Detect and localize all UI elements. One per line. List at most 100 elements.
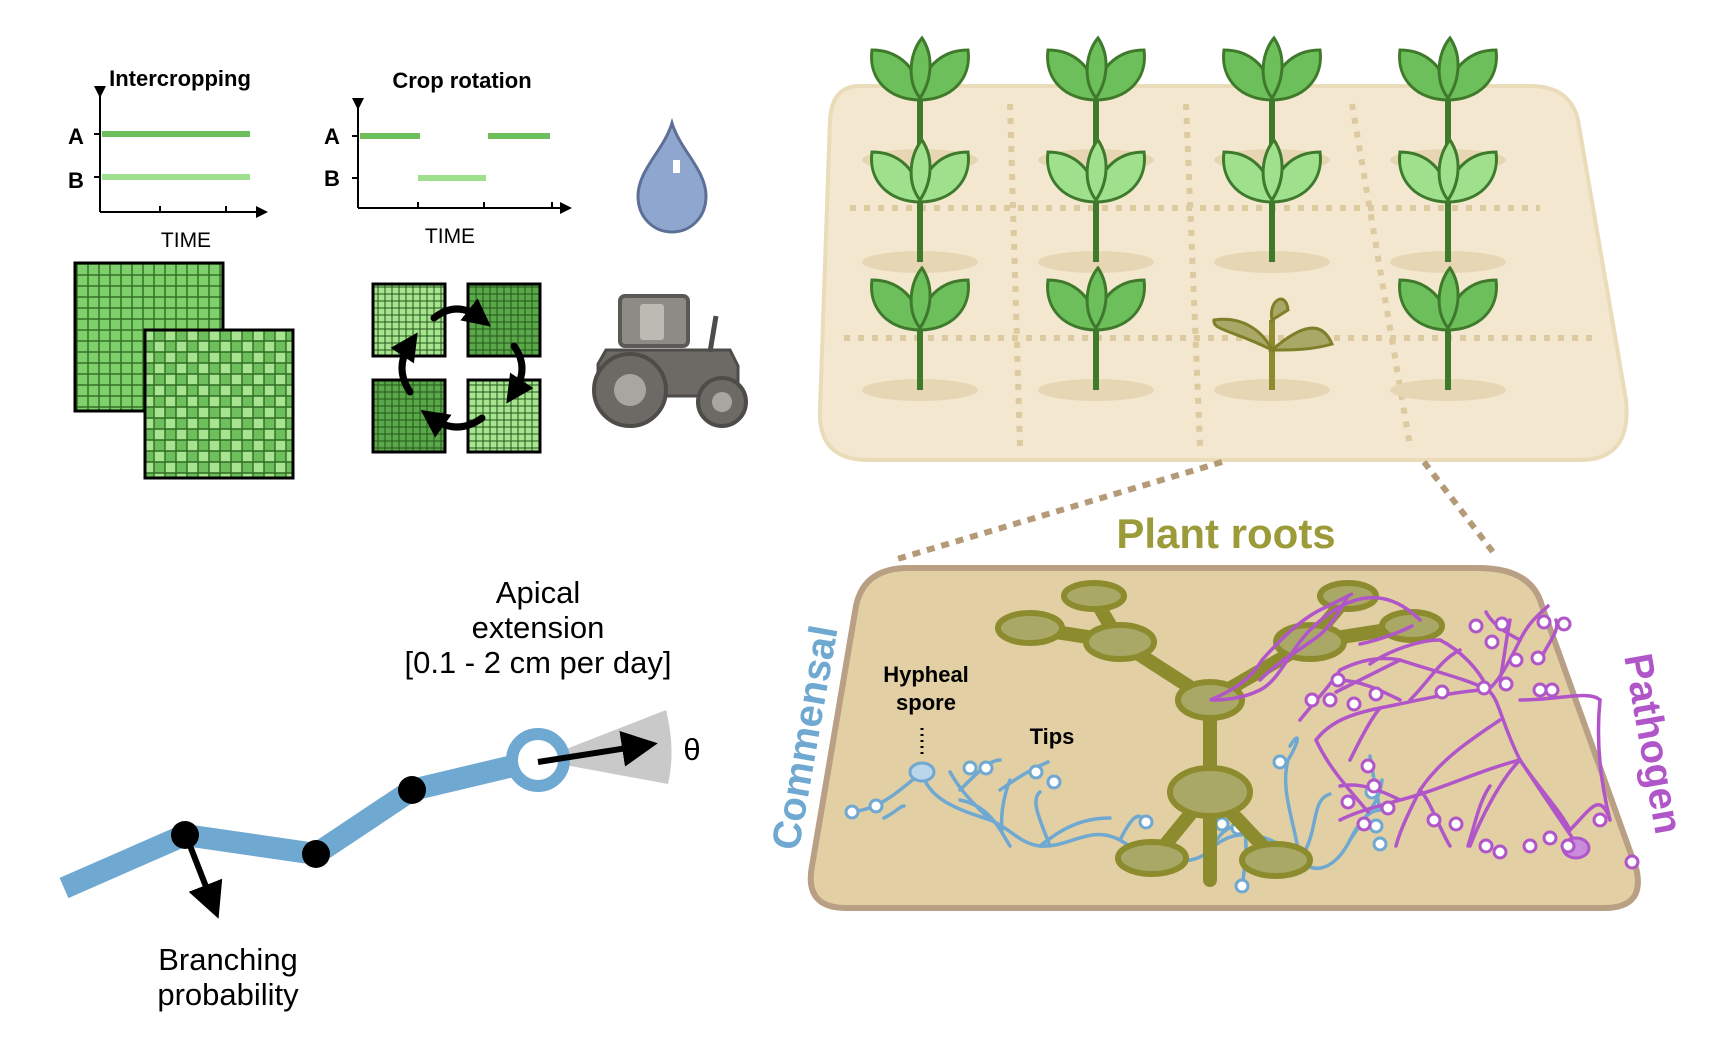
pathogen-tip: [1476, 680, 1492, 696]
pathogen-tip: [1448, 816, 1464, 832]
pathogen-hypha: [1338, 758, 1522, 822]
intercrop-field-front: [143, 328, 295, 480]
plant-icon: [1390, 137, 1506, 273]
root-nodules: [995, 580, 1445, 879]
wilted-plant: [1212, 297, 1335, 401]
crop-field: [817, 35, 1629, 462]
pathogen-hypha: [1518, 693, 1602, 702]
intercropping-panel: Intercropping A B TIME: [68, 66, 295, 480]
hypha-node: [302, 840, 330, 868]
tractor-icon: [592, 294, 748, 428]
commensal-tip: [1138, 814, 1154, 830]
pathogen-tip: [1478, 838, 1494, 854]
pathogen-tip: [1592, 812, 1608, 828]
hypheal-spore-label-line1: Hypheal: [883, 662, 969, 687]
pathogen-tip: [1532, 682, 1548, 698]
pathogen-tip: [1542, 830, 1558, 846]
pathogen-tip: [1434, 684, 1450, 700]
commensal-tip: [1046, 774, 1062, 790]
crop-rotation-label-b: B: [324, 166, 340, 191]
crop-rotation-title: Crop rotation: [392, 68, 531, 93]
pathogen-tip: [1536, 614, 1552, 630]
pathogen-label: Pathogen: [1615, 650, 1690, 837]
commensal-tip: [1372, 836, 1388, 852]
pathogen-tip: [1494, 616, 1510, 632]
pathogen-tip: [1380, 800, 1396, 816]
hypheal-spore: [908, 761, 936, 783]
commensal-hypha: [1034, 790, 1052, 848]
crop-rotation-time-label: TIME: [425, 225, 475, 248]
pathogen-tip: [1366, 778, 1382, 794]
pathogen-tip: [1330, 672, 1346, 688]
commensal-tip: [844, 804, 860, 820]
pathogen-tip: [1360, 758, 1376, 774]
pathogen-tip: [1544, 682, 1560, 698]
pathogen-tip: [1492, 844, 1508, 860]
pathogen-hypha: [1358, 624, 1414, 646]
plant-icon: [1390, 265, 1506, 401]
pathogen-tip: [1560, 838, 1576, 854]
pathogen-tip: [1498, 676, 1514, 692]
branching-line1: Branching: [158, 942, 298, 977]
apical-extension-line3: [0.1 - 2 cm per day]: [404, 645, 671, 680]
hypha-node: [398, 776, 426, 804]
crop-rotation-axes: [352, 98, 572, 214]
commensal-tip: [978, 760, 994, 776]
hypha-node: [171, 821, 199, 849]
pathogen-hypha: [1466, 784, 1492, 848]
soil-panel: Plant roots Commensal Pathogen Hypheal s…: [764, 510, 1690, 911]
intercropping-label-a: A: [68, 124, 84, 149]
pathogen-tip: [1530, 650, 1546, 666]
pathogen-tip: [1356, 816, 1372, 832]
intercropping-axes: [94, 86, 268, 218]
commensal-hypha: [999, 778, 1012, 832]
water-drop-icon: [636, 117, 708, 234]
pathogen-tip: [1508, 652, 1524, 668]
plant-roots-title: Plant roots: [1116, 510, 1335, 557]
plant-icon: [1038, 137, 1154, 273]
apical-extension-line2: extension: [472, 610, 605, 645]
pathogen-tip: [1368, 686, 1384, 702]
pathogen-hypha: [1334, 658, 1402, 694]
crop-rotation-label-a: A: [324, 124, 340, 149]
intercropping-title: Intercropping: [109, 66, 251, 91]
commensal-tip: [962, 760, 978, 776]
commensal-tip: [868, 798, 884, 814]
rotation-arrows: [390, 298, 534, 438]
commensal-hypha: [998, 760, 1050, 792]
hyphal-growth-model: Apical extension [0.1 - 2 cm per day] θ …: [59, 575, 701, 1012]
pathogen-tip: [1556, 616, 1572, 632]
pathogen-tip: [1426, 812, 1442, 828]
commensal-tip: [1234, 878, 1250, 894]
pathogen-tip: [1522, 838, 1538, 854]
pathogen-hyphae: [1209, 592, 1640, 870]
commensal-hypha: [1286, 736, 1299, 762]
commensal-hypha: [948, 770, 992, 822]
pathogen-tip: [1304, 692, 1320, 708]
intercropping-label-b: B: [68, 168, 84, 193]
plant-icon: [1214, 137, 1330, 273]
zoom-connectors: [893, 459, 1499, 563]
field-divider-lines: [844, 103, 1592, 447]
pathogen-hypha: [1438, 638, 1580, 848]
pathogen-hypha: [1596, 698, 1612, 822]
pathogen-hypha: [1518, 758, 1572, 832]
pathogen-hypha: [1468, 758, 1522, 848]
pathogen-hypha: [1408, 648, 1462, 702]
plant-grid: [862, 35, 1506, 401]
intercropping-time-label: TIME: [161, 229, 211, 252]
pathogen-hypha: [1209, 592, 1422, 702]
extension-arrow: [537, 731, 658, 767]
pathogen-hypha: [1368, 638, 1442, 666]
commensal-tip: [1368, 818, 1384, 834]
hypha-segment-path: [59, 749, 541, 899]
commensal-tip: [1028, 764, 1044, 780]
pathogen-hypha: [1258, 594, 1350, 682]
tips-label: Tips: [1030, 724, 1075, 749]
plant-icon: [862, 265, 978, 401]
pathogen-tip: [1484, 634, 1500, 650]
branching-line2: probability: [157, 977, 299, 1012]
plant-icon: [862, 137, 978, 273]
pathogen-hypha: [1518, 604, 1550, 642]
pathogen-hypha: [1394, 718, 1502, 848]
